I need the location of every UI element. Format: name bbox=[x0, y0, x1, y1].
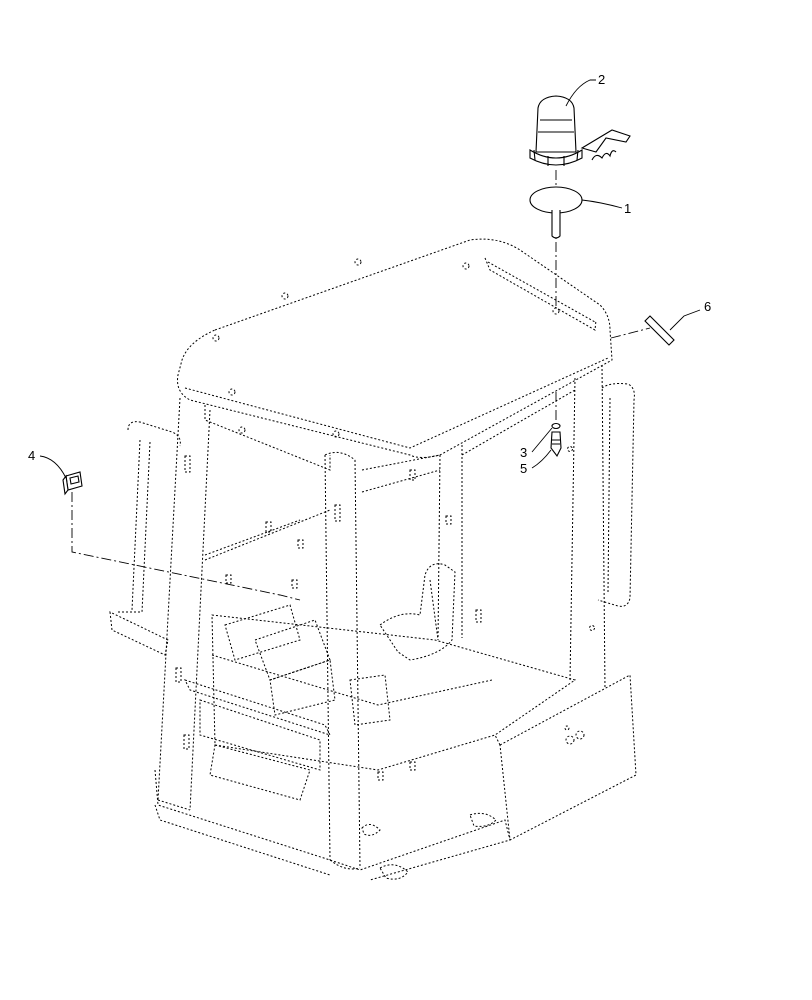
callout-1: 1 bbox=[624, 201, 631, 216]
leader-1 bbox=[581, 199, 623, 209]
callout-2: 2 bbox=[598, 72, 605, 87]
part-5-bolt bbox=[550, 431, 562, 458]
frame-studs bbox=[175, 446, 595, 781]
leader-6 bbox=[669, 309, 701, 331]
front-console bbox=[184, 679, 331, 736]
leader-2 bbox=[565, 79, 596, 107]
cab-roof bbox=[177, 238, 613, 458]
part-1-gasket bbox=[529, 186, 583, 239]
part-6-pin bbox=[644, 315, 675, 346]
rear-box bbox=[499, 674, 637, 841]
callouts: 1 2 3 5 4 6 bbox=[28, 72, 711, 479]
left-handrail bbox=[118, 421, 181, 613]
callout-6: 6 bbox=[704, 299, 711, 314]
pin-install-line bbox=[610, 327, 651, 339]
callout-3: 3 bbox=[520, 445, 527, 460]
floor-deck bbox=[211, 614, 577, 771]
switch-install-line bbox=[71, 492, 301, 601]
callout-5: 5 bbox=[520, 461, 527, 476]
leader-3 bbox=[531, 427, 553, 453]
seat bbox=[379, 563, 456, 661]
part-4-rocker-switch bbox=[62, 471, 83, 496]
rear-right-post bbox=[437, 445, 463, 641]
callout-4: 4 bbox=[28, 448, 35, 463]
front-right-post bbox=[324, 451, 361, 870]
part-2-beacon-lamp bbox=[529, 95, 631, 166]
leader-4 bbox=[39, 455, 67, 479]
cab-frame bbox=[109, 238, 637, 881]
leader-5 bbox=[531, 449, 552, 469]
right-handrail bbox=[597, 383, 635, 607]
front-left-post bbox=[157, 397, 211, 811]
part-3-washer bbox=[551, 422, 561, 430]
base-frame bbox=[154, 769, 511, 881]
roof-bolts bbox=[212, 258, 560, 438]
